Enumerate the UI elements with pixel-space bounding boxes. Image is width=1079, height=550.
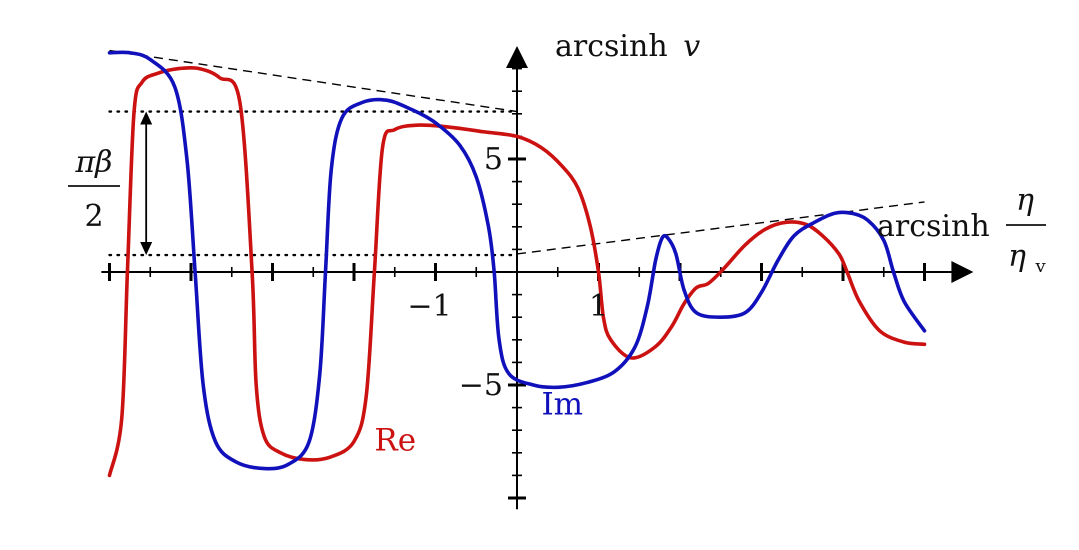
x-axis-arrowhead — [951, 261, 974, 283]
bracket-arrowhead-top — [140, 111, 153, 125]
series-layer — [107, 50, 927, 478]
y-axis-label-prefix: arcsinh — [555, 29, 668, 64]
dashed-envelope-line — [516, 201, 925, 255]
series-label-re: Re — [374, 423, 416, 459]
bracket-arrowhead-bottom — [140, 242, 153, 256]
y-axis-arrowhead — [506, 46, 528, 68]
axes — [101, 46, 974, 510]
guide-lines — [108, 49, 925, 257]
series-line-im — [107, 50, 927, 471]
series-label-im: Im — [541, 386, 583, 422]
y-axis-label-var: v — [683, 29, 700, 64]
x-axis-label-numerator: η — [1016, 183, 1034, 218]
x-tick-label: −1 — [407, 289, 451, 324]
x-axis-label-denominator-var: η — [1008, 239, 1026, 274]
x-tick-label: 1 — [589, 289, 608, 324]
x-axis-label-denominator-sub: v — [1035, 256, 1047, 277]
bracket-label-numerator: πβ — [74, 145, 112, 180]
y-tick-label: −5 — [459, 368, 503, 403]
label-layer: arcsinh v arcsinh η η v πβ 2 −1 1 5 −5Re Im — [68, 29, 1047, 459]
y-tick-label: 5 — [484, 142, 503, 177]
series-line-re — [107, 65, 927, 478]
dashed-envelope-line — [109, 49, 518, 113]
bracket-label-denominator: 2 — [84, 199, 103, 234]
x-axis-label-denominator: η v — [1008, 239, 1047, 277]
y-axis-label: arcsinh v — [555, 29, 700, 64]
x-axis-label-prefix: arcsinh — [877, 209, 990, 244]
